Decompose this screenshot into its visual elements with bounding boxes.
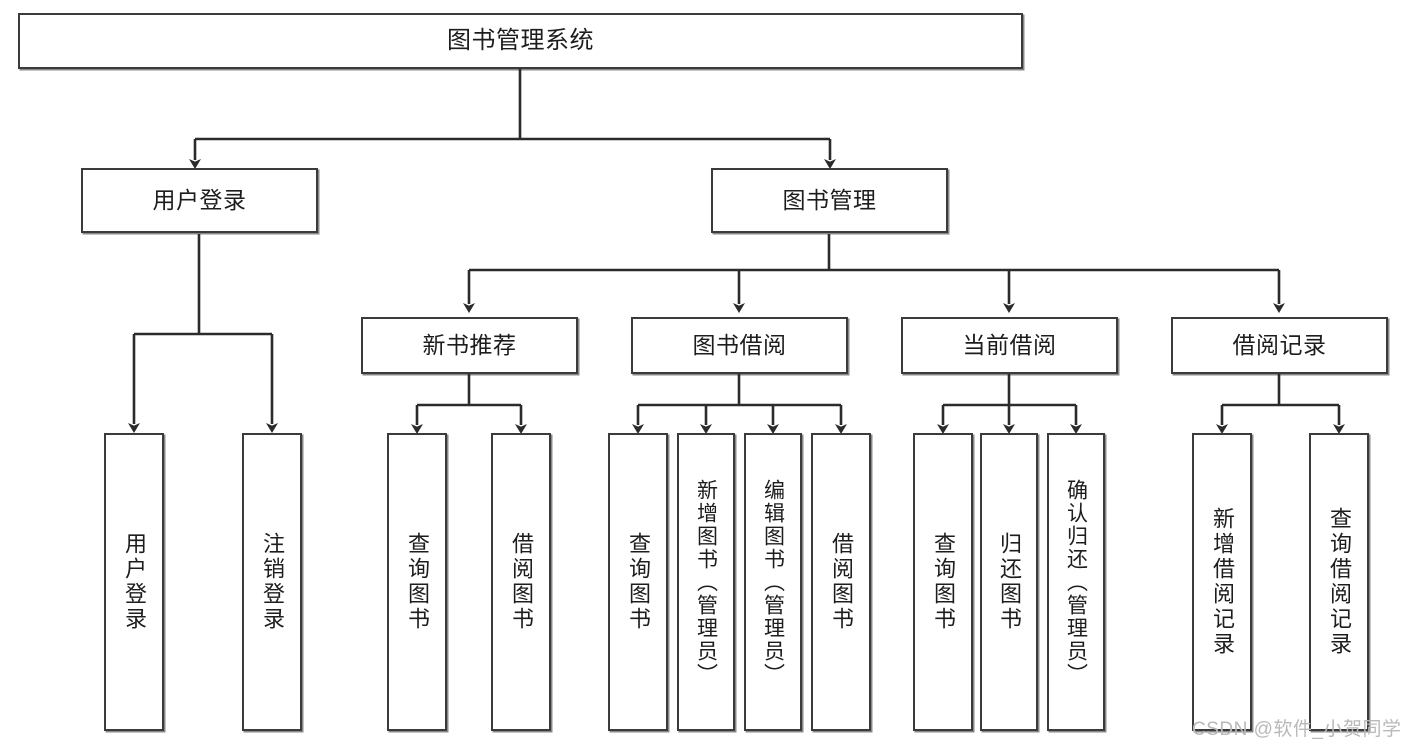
leaf-current-borrow-return[interactable]: 归还图书 bbox=[980, 433, 1038, 731]
node-label: 图书管理系统 bbox=[447, 26, 594, 54]
node-label: 当前借阅 bbox=[962, 331, 1057, 358]
node-label: 借阅图书 bbox=[829, 532, 854, 632]
node-label: 用户登录 bbox=[152, 186, 247, 213]
leaf-new-book-borrow[interactable]: 借阅图书 bbox=[491, 433, 551, 731]
node-label: 确认归还（管理员） bbox=[1064, 478, 1088, 686]
node-label: 借阅记录 bbox=[1232, 331, 1327, 358]
node-book-management[interactable]: 图书管理 bbox=[711, 168, 948, 233]
node-label: 查询图书 bbox=[405, 532, 430, 632]
node-label: 用户登录 bbox=[122, 532, 147, 632]
node-borrow-record[interactable]: 借阅记录 bbox=[1171, 317, 1388, 374]
leaf-user-login-login[interactable]: 用户登录 bbox=[104, 433, 164, 731]
node-new-book-recommend[interactable]: 新书推荐 bbox=[361, 317, 578, 374]
node-book-borrow[interactable]: 图书借阅 bbox=[631, 317, 848, 374]
node-label: 新书推荐 bbox=[422, 331, 517, 358]
node-label: 新增图书（管理员） bbox=[694, 478, 718, 686]
leaf-book-borrow-query[interactable]: 查询图书 bbox=[608, 433, 668, 731]
node-user-login[interactable]: 用户登录 bbox=[81, 168, 318, 233]
leaf-borrow-record-query[interactable]: 查询借阅记录 bbox=[1309, 433, 1369, 731]
leaf-book-borrow-borrow[interactable]: 借阅图书 bbox=[811, 433, 871, 731]
leaf-book-borrow-edit[interactable]: 编辑图书（管理员） bbox=[744, 433, 802, 731]
leaf-current-borrow-confirm-return[interactable]: 确认归还（管理员） bbox=[1047, 433, 1105, 731]
node-label: 借阅图书 bbox=[509, 532, 534, 632]
node-label: 注销登录 bbox=[260, 532, 285, 632]
node-label: 图书借阅 bbox=[692, 331, 787, 358]
leaf-borrow-record-add[interactable]: 新增借阅记录 bbox=[1192, 433, 1252, 731]
node-label: 查询图书 bbox=[626, 532, 651, 632]
leaf-current-borrow-query[interactable]: 查询图书 bbox=[913, 433, 973, 731]
leaf-book-borrow-add[interactable]: 新增图书（管理员） bbox=[677, 433, 735, 731]
csdn-watermark: CSDN @软件_小贺同学 bbox=[1192, 719, 1402, 740]
leaf-new-book-query[interactable]: 查询图书 bbox=[387, 433, 447, 731]
node-label: 图书管理 bbox=[782, 186, 877, 213]
leaf-user-login-logout[interactable]: 注销登录 bbox=[242, 433, 302, 731]
node-label: 查询图书 bbox=[931, 532, 956, 632]
node-root-system[interactable]: 图书管理系统 bbox=[18, 13, 1023, 69]
node-label: 新增借阅记录 bbox=[1210, 507, 1235, 657]
node-current-borrow[interactable]: 当前借阅 bbox=[901, 317, 1118, 374]
node-label: 查询借阅记录 bbox=[1327, 507, 1352, 657]
node-label: 编辑图书（管理员） bbox=[761, 478, 785, 686]
node-label: 归还图书 bbox=[997, 532, 1022, 632]
